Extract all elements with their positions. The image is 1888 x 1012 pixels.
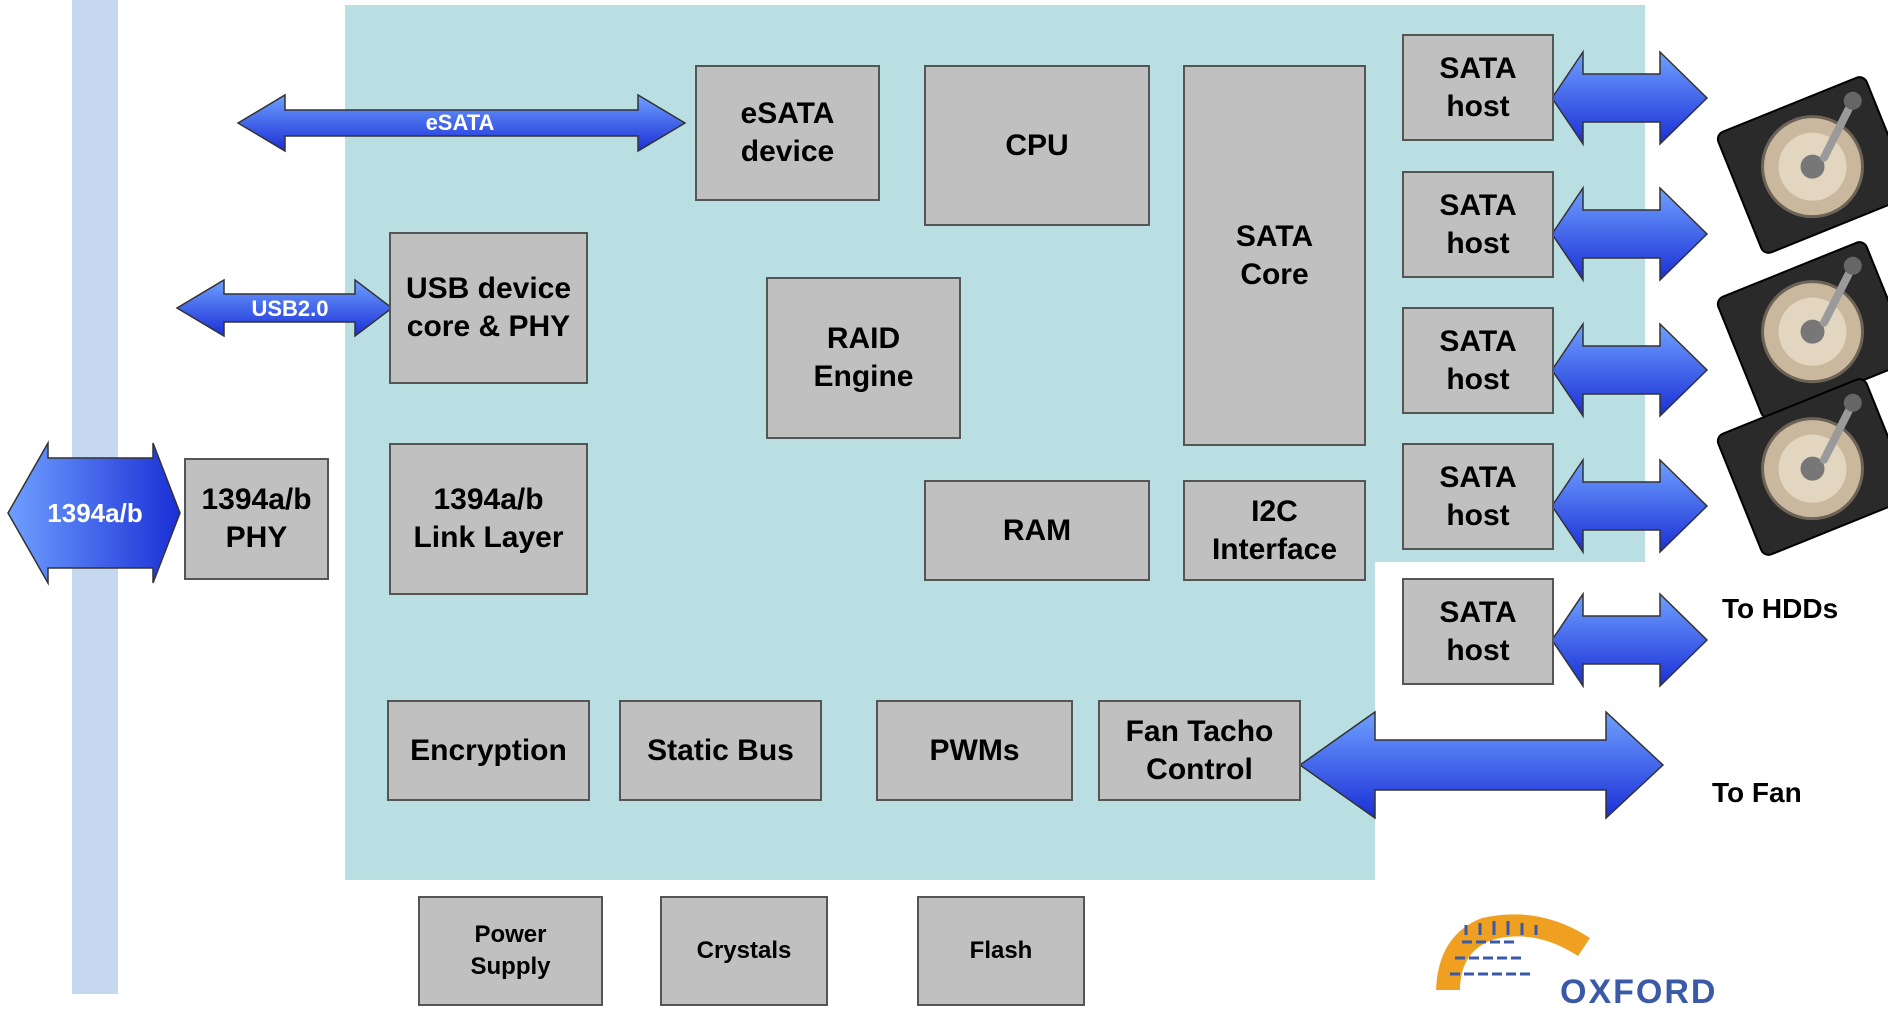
sata-host-2: SATA host — [1402, 171, 1554, 278]
hdd-icon-1 — [1716, 76, 1888, 254]
esata-device-block: eSATA device — [695, 65, 880, 201]
ram-block: RAM — [924, 480, 1150, 581]
sata-host-5: SATA host — [1402, 578, 1554, 685]
phy-1394-block: 1394a/b PHY — [184, 458, 329, 580]
sata-host-1: SATA host — [1402, 34, 1554, 141]
link-1394-block: 1394a/b Link Layer — [389, 443, 588, 595]
usb-arrow-label: USB2.0 — [251, 296, 329, 321]
pwms-block: PWMs — [876, 700, 1073, 801]
fw-arrow-label: 1394a/b — [47, 498, 143, 528]
crystals-block: Crystals — [660, 896, 828, 1006]
fan-arrow — [1298, 710, 1665, 820]
cpu-block: CPU — [924, 65, 1150, 226]
sata-arrow-4 — [1551, 457, 1709, 555]
sata-core-block: SATA Core — [1183, 65, 1366, 446]
sata-host-4: SATA host — [1402, 443, 1554, 550]
to-hdds-label: To HDDs — [1722, 593, 1839, 624]
sata-arrow-5 — [1551, 591, 1709, 689]
to-fan-label: To Fan — [1712, 777, 1802, 808]
oxford-logo-text: OXFORD — [1560, 973, 1718, 1011]
fw-arrow — [7, 440, 181, 586]
static-bus-block: Static Bus — [619, 700, 822, 801]
sata-host-3: SATA host — [1402, 307, 1554, 414]
power-supply-block: Power Supply — [418, 896, 603, 1006]
esata-arrow-label: eSATA — [425, 110, 495, 135]
flash-block: Flash — [917, 896, 1085, 1006]
raid-engine-block: RAID Engine — [766, 277, 961, 439]
sata-arrow-3 — [1551, 321, 1709, 419]
i2c-interface-block: I2C Interface — [1183, 480, 1366, 581]
fan-tacho-control-block: Fan Tacho Control — [1098, 700, 1301, 801]
oxford-logo-icon — [1436, 914, 1590, 990]
hdd-icon-2 — [1716, 241, 1888, 419]
usb-device-block: USB device core & PHY — [389, 232, 588, 384]
hdd-icon-3 — [1716, 378, 1888, 556]
sata-arrow-1 — [1551, 49, 1709, 147]
esata-arrow — [236, 93, 687, 153]
sata-arrow-2 — [1551, 185, 1709, 283]
encryption-block: Encryption — [387, 700, 590, 801]
